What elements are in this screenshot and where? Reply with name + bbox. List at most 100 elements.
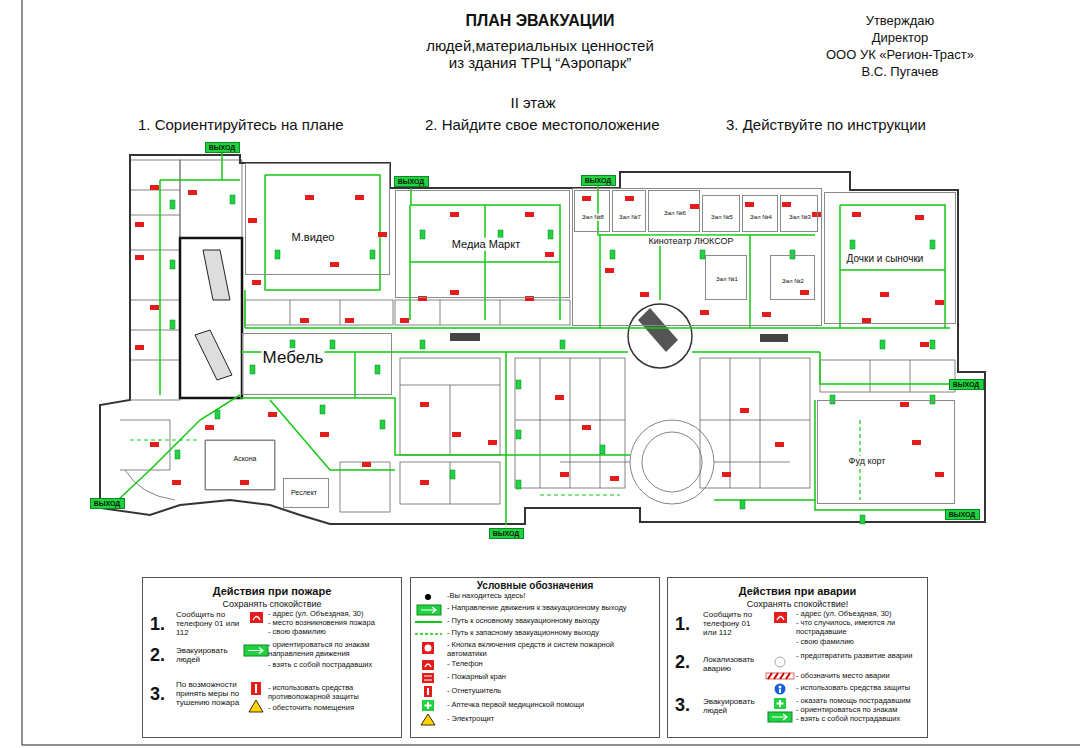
extinguisher-mark [800,290,809,295]
exit-sign: ВЫХОД [581,175,616,186]
area-name: Зал №3 [788,214,812,221]
cinema-hall: Зал №4 [742,195,778,232]
approval-text: ООО УК «Регион-Траст» [790,48,1010,63]
extinguisher-mark [555,395,564,400]
direction-sign [516,480,521,489]
direction-sign [516,380,521,389]
cinema-hall: Зал №1 [705,255,747,300]
action-text: Эвакуировать людей [703,697,765,715]
cinema-hall: Зал №2 [770,255,815,300]
panel-heading: Условные обозначения [411,580,659,592]
extinguisher-mark [305,195,314,200]
extinguisher-mark [355,195,364,200]
store-area: М.видео [245,163,390,275]
extinguisher-mark [560,472,569,477]
escalator [180,238,788,398]
action-detail: - оказать помощь пострадавшим [796,697,924,706]
direction-sign [516,430,521,439]
extinguisher-mark [935,472,944,477]
instruction-step: 1. Сориентируйтесь на плане [138,116,408,133]
action-text: Эвакуировать людей [176,646,240,664]
exit-text: ВЫХОД [949,511,976,518]
exit-text: ВЫХОД [398,178,425,185]
approval-text: Директор [790,31,1010,46]
action-text: По возможности принять меры по тушению п… [176,680,244,708]
direction-sign [850,240,855,249]
direction-sign [215,410,220,419]
extinguisher-mark [135,255,144,260]
extinguisher-mark [188,190,197,195]
direction-sign [548,230,553,239]
direction-sign [320,405,325,414]
extinguisher-mark [525,212,534,217]
page-frame [22,745,1080,746]
direction-sign [170,260,175,269]
extinguisher-mark [915,215,924,220]
action-detail: - обозначить место аварии [796,672,924,681]
legend-symbols [415,594,442,725]
direction-sign [930,340,935,349]
exit-sign: ВЫХОД [90,498,125,509]
exit-sign: ВЫХОД [945,509,980,520]
extinguisher-mark [775,442,784,447]
extinguisher-mark [625,196,634,201]
direction-sign [380,420,385,429]
legend-entry: - Путь к запасному эвакуационному выходу [447,629,652,638]
action-detail: - что случилось, имеются ли пострадавшие [796,619,924,636]
legend-entry: - Аптечка первой медицинской помощи [447,701,652,710]
action-detail: - адрес (ул. Объездная, 30) [268,610,398,619]
action-detail: - ориентироваться по знакам [796,706,924,715]
extinguisher-mark [205,425,214,430]
direction-sign [600,445,605,454]
direction-sign [230,195,235,204]
extinguisher-mark [320,432,329,437]
page-frame [22,0,23,745]
legend-entry: - Направление движения к эвакуационному … [447,604,652,613]
extinguisher-mark [378,232,387,237]
extinguisher-mark [722,472,731,477]
extinguisher-mark [488,440,497,445]
extinguisher-mark [745,202,754,207]
area-name: М.видео [291,231,336,244]
step-number: 2. [675,652,699,673]
exit-text: ВЫХОД [94,500,121,507]
action-detail: - обесточить помещения [268,704,398,713]
extinguisher-mark [900,402,909,407]
extinguisher-mark [420,480,429,485]
legend-entry: - Электрощит [447,715,652,724]
extinguisher-mark [452,432,461,437]
extinguisher-mark [582,196,591,201]
panel-heading: Действия при пожаре [143,585,401,598]
direction-sign [375,365,380,374]
action-detail: - место возникновения пожара [268,619,398,628]
action-detail: - взять с собой пострадавших [796,715,924,724]
plan-title: ПЛАН ЭВАКУАЦИИ [340,12,740,30]
direction-sign [930,240,935,249]
approval-text: В.С. Пугачев [790,65,1010,80]
extinguisher-mark [135,345,144,350]
extinguisher-mark [920,342,929,347]
extinguisher-mark [782,202,791,207]
extinguisher-mark [762,312,771,317]
extinguisher-mark [605,268,614,273]
direction-sign [610,250,615,259]
extinguisher-mark [420,402,429,407]
extinguisher-mark [300,318,309,323]
area-name: Зал №2 [781,278,805,285]
food-court: Фуд корт [817,400,955,504]
store-area: Реслект [283,478,329,508]
exit-sign: ВЫХОД [394,176,429,187]
exit-sign: ВЫХОД [489,528,524,539]
panel-subheading: Сохранять спокойствие! [668,599,927,609]
extinguisher-mark [248,218,257,223]
area-name: Зал №5 [710,214,734,221]
extinguisher-mark [545,252,554,257]
action-detail: - предотвратить развитие аварии [796,652,924,661]
action-detail: - адрес (ул. Объездная, 30) [796,610,924,619]
extinguisher-mark [172,480,181,485]
extinguisher-mark [362,462,371,467]
action-detail: - ориентироваться по знакам направления … [268,641,398,658]
direction-sign [450,470,455,479]
cinema-area: Кинотеатр ЛЮКСОРЗал №8Зал №7Зал №6Зал №5… [572,188,822,326]
area-name: Зал №6 [663,210,687,217]
